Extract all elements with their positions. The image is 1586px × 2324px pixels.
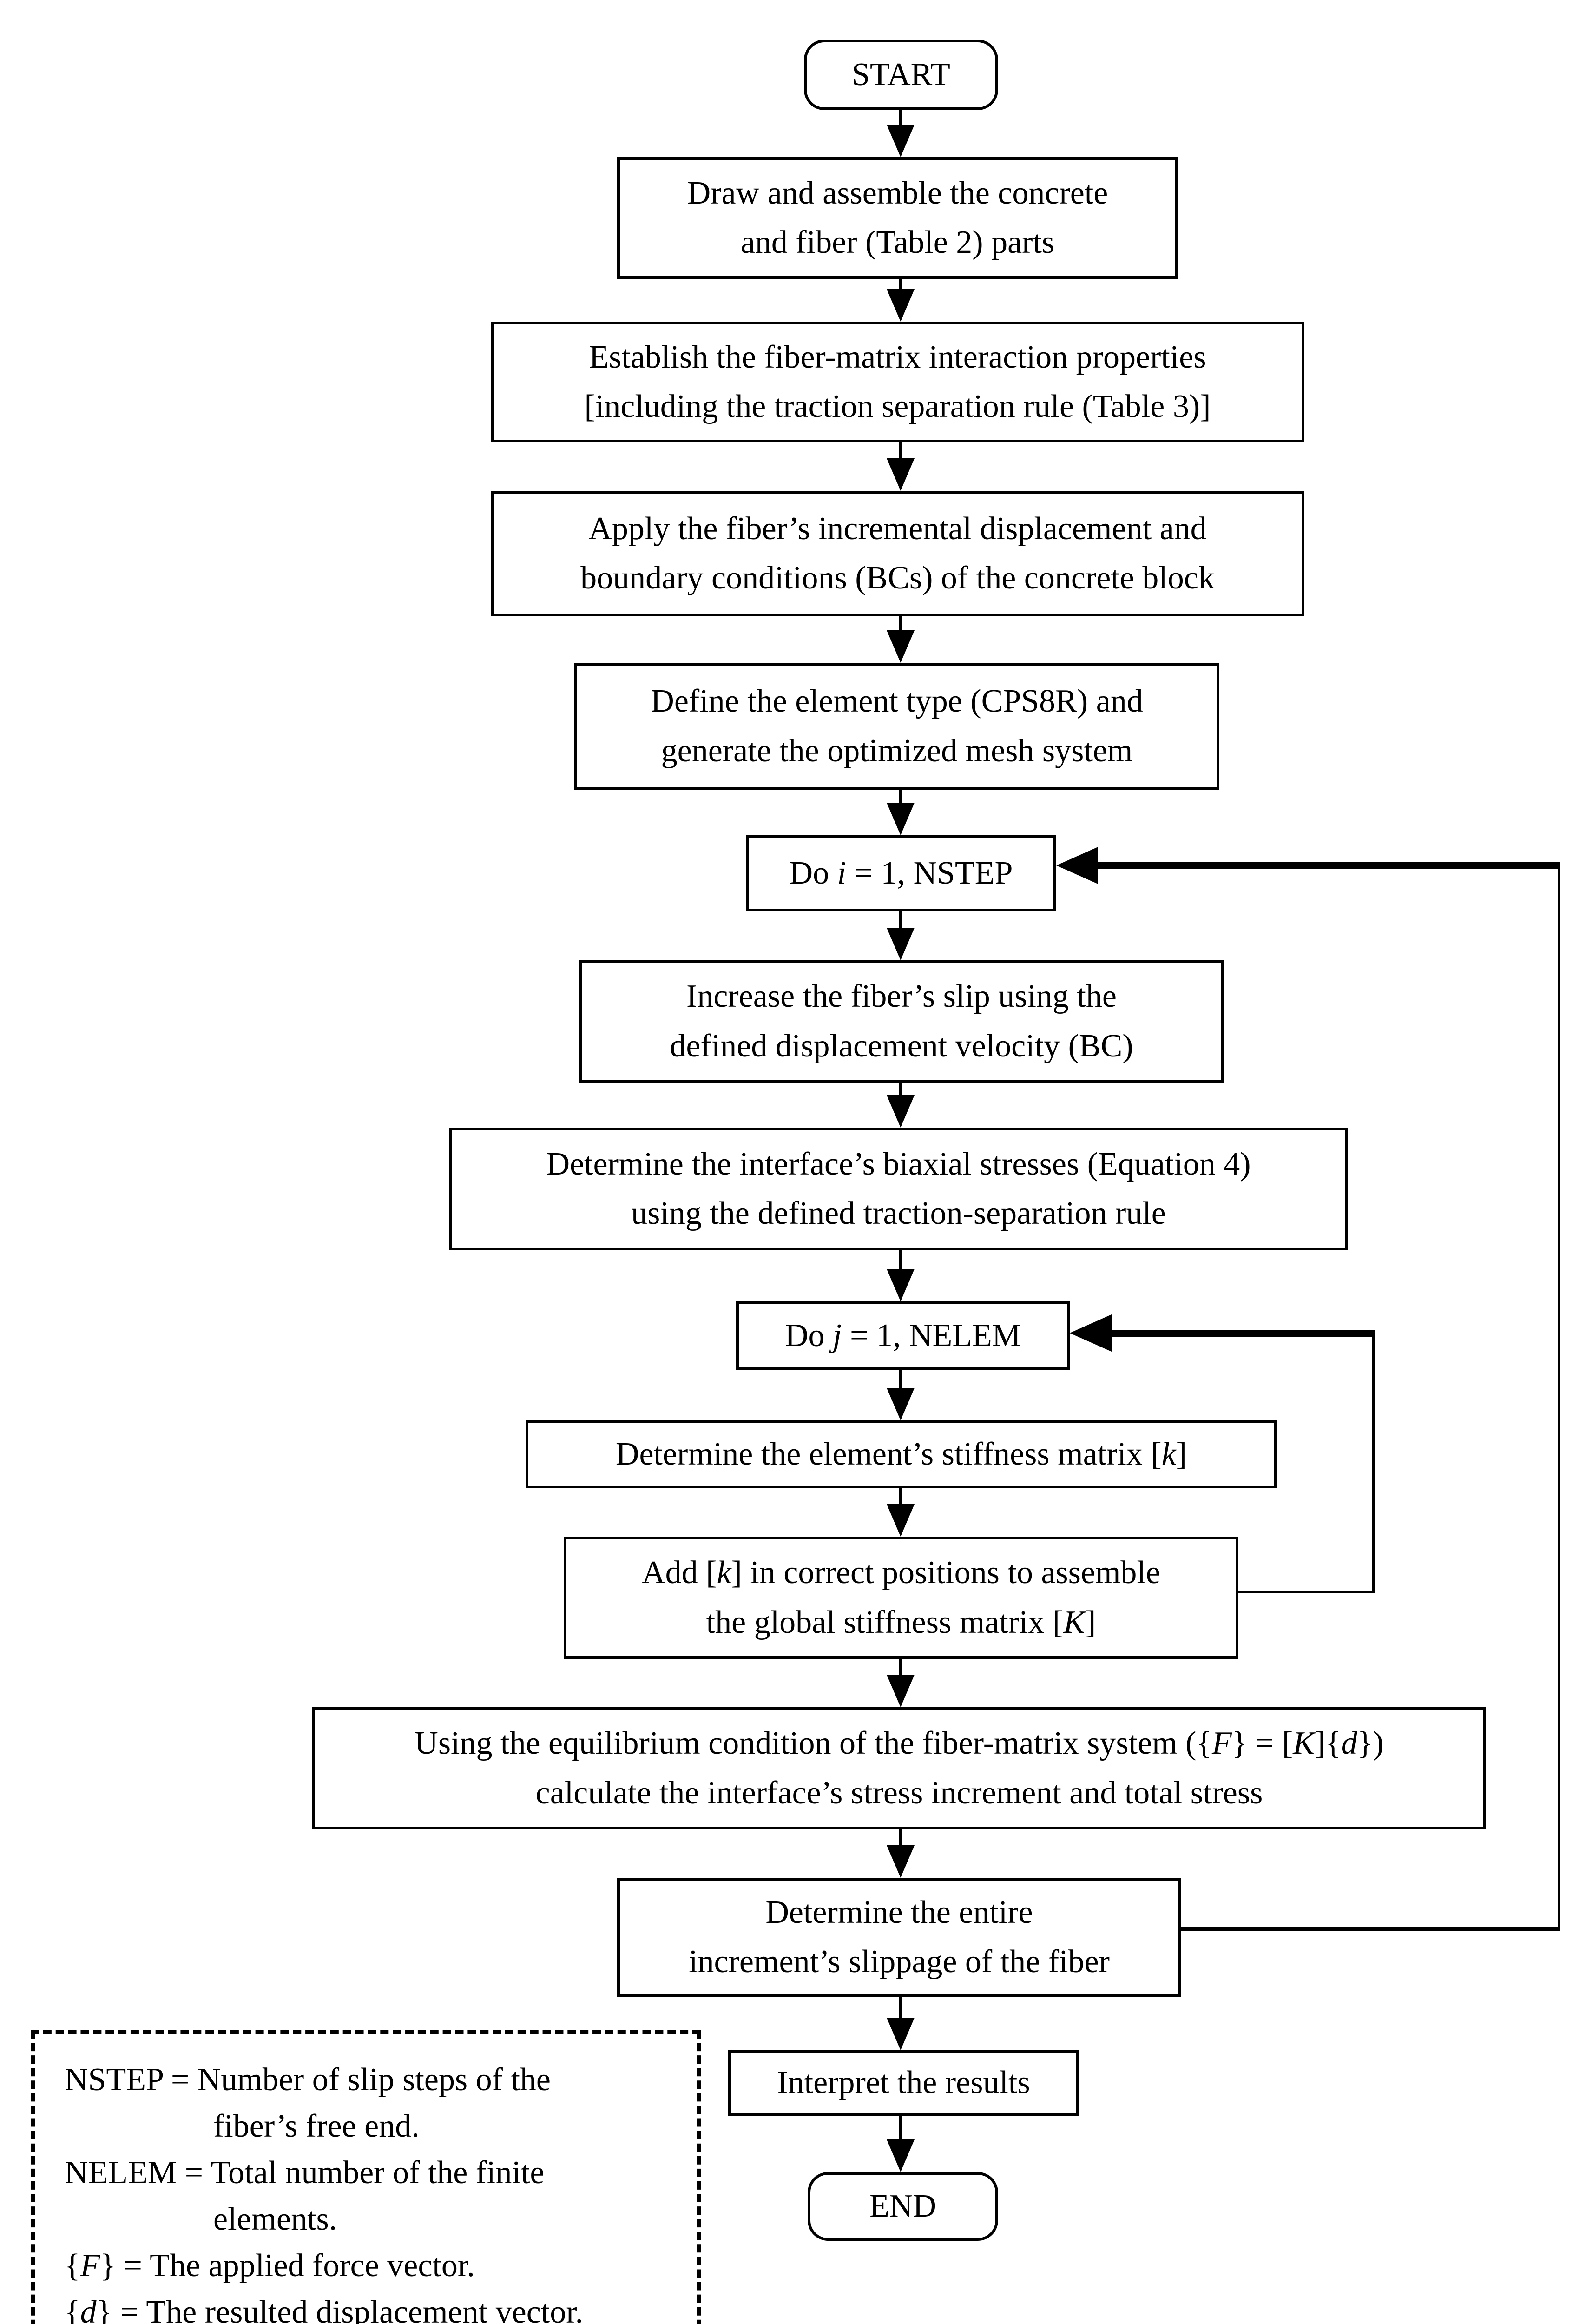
arrowhead-down-icon [887,1269,915,1301]
node-equilibrium-condition-label: Using the equilibrium condition of the f… [415,1725,1384,1811]
arrowhead-down-icon [887,458,915,491]
arrowhead-down-icon [887,803,915,835]
node-start: START [804,40,998,110]
node-establish-interaction: Establish the fiber-matrix interaction p… [491,322,1304,442]
node-assemble-global-stiffness: Add [k] in correct positions to assemble… [564,1537,1238,1659]
flow-arrow-equilibrium-to-slippage [887,1829,915,1878]
loop-line [1180,1927,1560,1931]
node-element-stiffness: Determine the element’s stiffness matrix… [526,1420,1277,1488]
node-apply-displacement-label: Apply the fiber’s incremental displaceme… [580,510,1215,596]
flow-arrow-slippage-to-interpret [887,1997,915,2050]
node-establish-interaction-label: Establish the fiber-matrix interaction p… [584,339,1211,424]
loop-line [1097,862,1560,869]
arrow-stem [899,1250,902,1269]
arrow-stem [899,1997,902,2018]
node-interpret-results-label: Interpret the results [777,2065,1030,2101]
node-interpret-results: Interpret the results [728,2050,1079,2116]
flow-arrow-interpret-to-end [887,2116,915,2172]
node-apply-displacement: Apply the fiber’s incremental displaceme… [491,491,1304,616]
flow-arrow-stiffness-to-assemble [887,1488,915,1537]
arrow-stem [899,790,902,803]
arrowhead-down-icon [887,1504,915,1537]
flow-arrow-apply-to-define [887,616,915,663]
flow-arrow-establish-to-apply [887,442,915,491]
node-do-i-loop: Do i = 1, NSTEP [746,835,1056,911]
flow-arrow-doj-to-stiffness [887,1370,915,1420]
flow-arrow-draw-to-establish [887,279,915,322]
arrowhead-down-icon [887,1845,915,1878]
loop-line [1372,1330,1375,1593]
arrowhead-down-icon [887,1675,915,1707]
node-do-i-loop-label: Do i = 1, NSTEP [789,855,1013,891]
arrow-stem [899,1488,902,1504]
arrowhead-down-icon [887,1388,915,1420]
node-do-j-loop: Do j = 1, NELEM [736,1301,1070,1370]
node-assemble-global-stiffness-label: Add [k] in correct positions to assemble… [642,1555,1160,1640]
arrow-stem [899,2116,902,2139]
arrow-stem [899,911,902,928]
arrowhead-down-icon [887,1095,915,1128]
flow-arrow-assemble-to-equilibrium [887,1659,915,1707]
arrow-stem [899,1659,902,1675]
node-interface-stresses: Determine the interface’s biaxial stress… [449,1128,1348,1250]
arrowhead-down-icon [887,125,915,157]
loop-line [1558,862,1560,1929]
flow-arrow-doi-to-increase [887,911,915,960]
arrow-stem [899,616,902,630]
node-end: END [808,2172,998,2241]
node-end-label: END [869,2188,936,2224]
arrowhead-left-icon [1070,1314,1112,1352]
flow-arrow-increase-to-interface [887,1083,915,1128]
arrowhead-left-icon [1056,847,1098,884]
node-interface-stresses-label: Determine the interface’s biaxial stress… [546,1146,1251,1231]
arrow-stem [899,1083,902,1095]
arrow-stem [899,110,902,125]
flow-arrow-start-to-draw [887,110,915,157]
flow-arrow-define-to-doi [887,790,915,835]
arrow-stem [899,1370,902,1388]
arrowhead-down-icon [887,289,915,322]
node-do-j-loop-label: Do j = 1, NELEM [784,1317,1021,1353]
loop-line [1237,1591,1375,1593]
flow-arrow-interface-to-doj [887,1250,915,1301]
arrow-stem [899,279,902,289]
node-start-label: START [852,56,950,92]
loop-line [1111,1330,1375,1337]
arrowhead-down-icon [887,2139,915,2172]
arrow-stem [899,442,902,458]
arrow-stem [899,1829,902,1845]
arrowhead-down-icon [887,2018,915,2050]
node-equilibrium-condition: Using the equilibrium condition of the f… [312,1707,1486,1829]
node-element-stiffness-label: Determine the element’s stiffness matrix… [615,1436,1187,1472]
arrowhead-down-icon [887,928,915,960]
arrowhead-down-icon [887,630,915,663]
